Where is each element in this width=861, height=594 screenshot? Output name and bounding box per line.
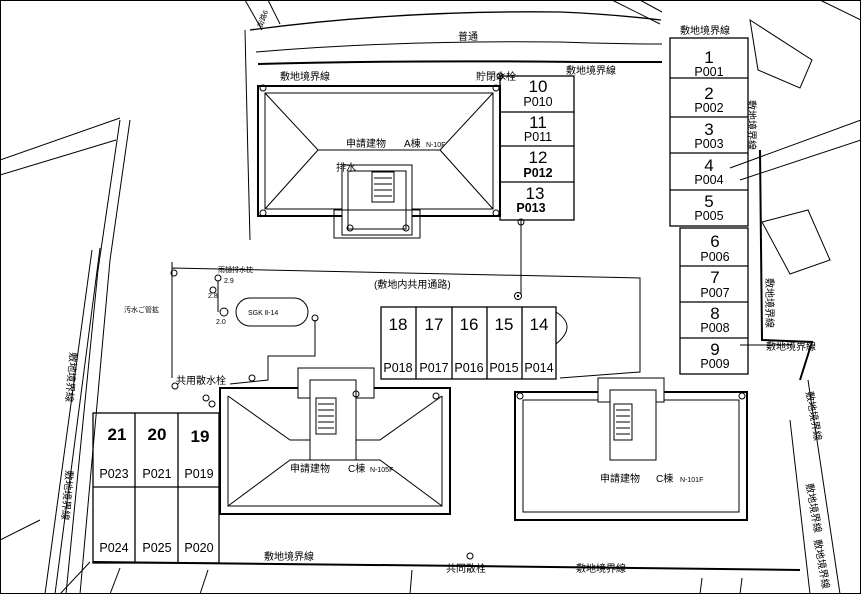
building-a-name: 申請建物 bbox=[346, 137, 386, 150]
road-lines bbox=[244, 0, 663, 241]
parking-top-column bbox=[499, 75, 575, 300]
inner-road-outline bbox=[171, 267, 641, 379]
drainage-label: 排水 bbox=[336, 161, 356, 174]
boundary-label-bottom-left: 敷地境界線 bbox=[264, 550, 314, 563]
pipe-value-a: 2.9 bbox=[224, 278, 234, 285]
space-3-number: 3 bbox=[704, 120, 713, 139]
space-17-code: P017 bbox=[419, 361, 448, 375]
space-19-code: P019 bbox=[184, 467, 213, 481]
space-17-number: 17 bbox=[425, 315, 444, 334]
space-p020-code: P020 bbox=[184, 541, 213, 555]
space-11-code: P011 bbox=[524, 130, 552, 144]
space-2-code: P002 bbox=[694, 101, 723, 115]
tank-label: SGK Ⅱ-14 bbox=[248, 310, 278, 317]
space-18-number: 18 bbox=[389, 315, 408, 334]
space-15-number: 15 bbox=[495, 315, 514, 334]
left-note: 汚水ご管拡 bbox=[124, 305, 159, 314]
boundary-label-right-2: 敷地境界線 bbox=[763, 278, 776, 328]
pipe-value-c: 2.0 bbox=[216, 319, 226, 326]
space-7-code: P007 bbox=[700, 286, 729, 300]
space-16-code: P016 bbox=[454, 361, 483, 375]
building-c-left bbox=[219, 367, 451, 515]
road-label: 普通 bbox=[458, 30, 478, 43]
boundary-label-bottom-right: 敷地境界線 bbox=[576, 562, 626, 575]
building-c-left-code: N-105F bbox=[370, 467, 393, 474]
inner-road-label: (敷地内共用通路) bbox=[374, 278, 451, 291]
boundary-label-right-1: 敷地境界線 bbox=[745, 100, 758, 150]
space-13-number: 13 bbox=[526, 184, 545, 203]
space-20-code: P021 bbox=[142, 467, 171, 481]
space-20-number: 20 bbox=[148, 425, 167, 444]
boundary-label-top-right: 敷地境界線 bbox=[566, 64, 616, 77]
hydrant-label-bottom: 共同散栓 bbox=[446, 562, 486, 575]
neighbour-blocks bbox=[729, 0, 861, 594]
shared-hydrant-label: 共用散水栓 bbox=[176, 374, 226, 387]
space-8-code: P008 bbox=[700, 321, 729, 335]
space-12-code: P012 bbox=[523, 166, 552, 180]
space-1-code: P001 bbox=[694, 65, 723, 79]
space-21-number: 21 bbox=[108, 425, 127, 444]
space-5-number: 5 bbox=[704, 192, 713, 211]
boundary-label-top-left: 敷地境界線 bbox=[280, 70, 330, 83]
space-6-number: 6 bbox=[710, 232, 719, 251]
space-6-code: P006 bbox=[700, 250, 729, 264]
space-21-code: P023 bbox=[99, 467, 128, 481]
pipe-value-b: 2.8 bbox=[208, 293, 218, 300]
parking-middle-row bbox=[380, 306, 568, 380]
space-8-number: 8 bbox=[710, 304, 719, 323]
space-1-number: 1 bbox=[704, 48, 713, 67]
space-3-code: P003 bbox=[694, 137, 723, 151]
building-c-right-id: C棟 bbox=[656, 472, 673, 485]
space-5-code: P005 bbox=[694, 209, 723, 223]
building-a-code: N-10F bbox=[426, 142, 445, 149]
space-4-number: 4 bbox=[704, 156, 713, 175]
building-c-left-id: C棟 bbox=[348, 462, 365, 475]
boundary-label-right-3: 敷地境界線 bbox=[766, 340, 816, 353]
building-c-left-name: 申請建物 bbox=[290, 462, 330, 475]
space-10-number: 10 bbox=[529, 77, 548, 96]
space-11-number: 11 bbox=[529, 113, 547, 132]
boundary-label-left-2: 敷地境界線 bbox=[59, 470, 76, 521]
space-7-number: 7 bbox=[710, 268, 719, 287]
pipe-note: 雨樋排水枕 bbox=[218, 265, 253, 274]
space-16-number: 16 bbox=[460, 315, 479, 334]
space-14-code: P014 bbox=[524, 361, 553, 375]
space-13-code: P013 bbox=[516, 201, 545, 215]
space-9-code: P009 bbox=[700, 357, 729, 371]
building-c-right bbox=[514, 377, 748, 521]
tank-and-pipes bbox=[170, 262, 474, 560]
parking-left-block bbox=[92, 412, 220, 564]
space-15-code: P015 bbox=[489, 361, 518, 375]
space-2-number: 2 bbox=[704, 84, 713, 103]
space-18-code: P018 bbox=[383, 361, 412, 375]
space-p024-code: P024 bbox=[99, 541, 128, 555]
space-12-number: 12 bbox=[529, 148, 548, 167]
building-c-right-code: N-101F bbox=[680, 477, 703, 484]
space-14-number: 14 bbox=[530, 315, 549, 334]
space-4-code: P004 bbox=[694, 173, 723, 187]
left-road bbox=[0, 117, 131, 594]
boundary-label-corner: 敷地境界線 bbox=[680, 24, 730, 37]
space-19-number: 19 bbox=[191, 427, 210, 446]
space-9-number: 9 bbox=[710, 340, 719, 359]
hydrant-label-top: 貯閉水栓 bbox=[476, 70, 516, 83]
space-p025-code: P025 bbox=[142, 541, 171, 555]
building-c-right-name: 申請建物 bbox=[600, 472, 640, 485]
parking-right-column bbox=[669, 37, 749, 375]
space-10-code: P010 bbox=[523, 95, 552, 109]
building-a-id: A棟 bbox=[404, 137, 421, 150]
boundary-label-left-1: 敷地境界線 bbox=[63, 352, 80, 403]
